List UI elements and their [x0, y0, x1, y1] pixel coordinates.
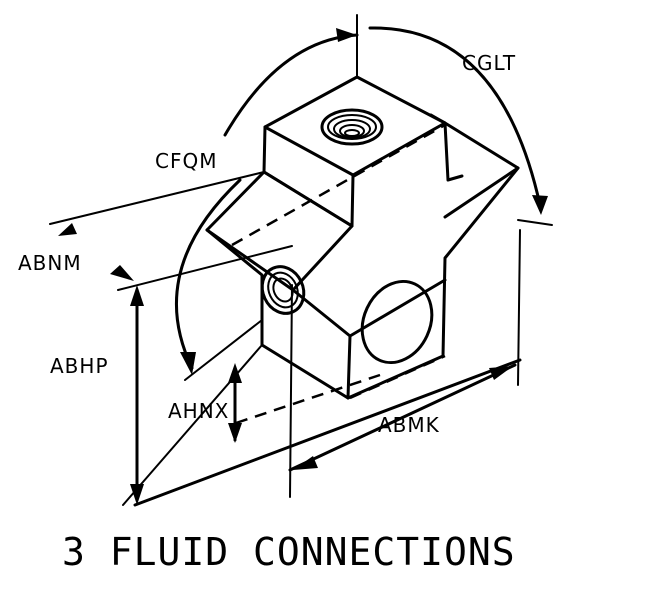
caption: 3 FLUID CONNECTIONS	[62, 530, 516, 574]
label-cfqm: CFQM	[155, 149, 217, 173]
label-ahnx: AHNX	[168, 399, 229, 423]
lower-block	[205, 228, 352, 400]
top-threaded-port	[320, 108, 384, 146]
dimension-lines	[49, 14, 553, 507]
right-edge	[348, 278, 447, 338]
cglt-arc-left	[223, 33, 359, 137]
label-abnm: ABNM	[18, 251, 82, 275]
right-port	[360, 279, 434, 365]
label-abmk: ABMK	[378, 413, 440, 437]
right-face-top	[443, 121, 520, 219]
label-abhp: ABHP	[50, 354, 109, 378]
top-notch	[429, 113, 464, 182]
label-cglt: CGLT	[462, 51, 516, 75]
right-face	[346, 166, 520, 400]
cfqm-arc	[174, 178, 242, 370]
hidden-line-1	[231, 123, 446, 247]
cglt-arc-right	[368, 26, 542, 207]
hidden-line-2	[349, 354, 446, 400]
hidden-line-3	[235, 373, 381, 425]
